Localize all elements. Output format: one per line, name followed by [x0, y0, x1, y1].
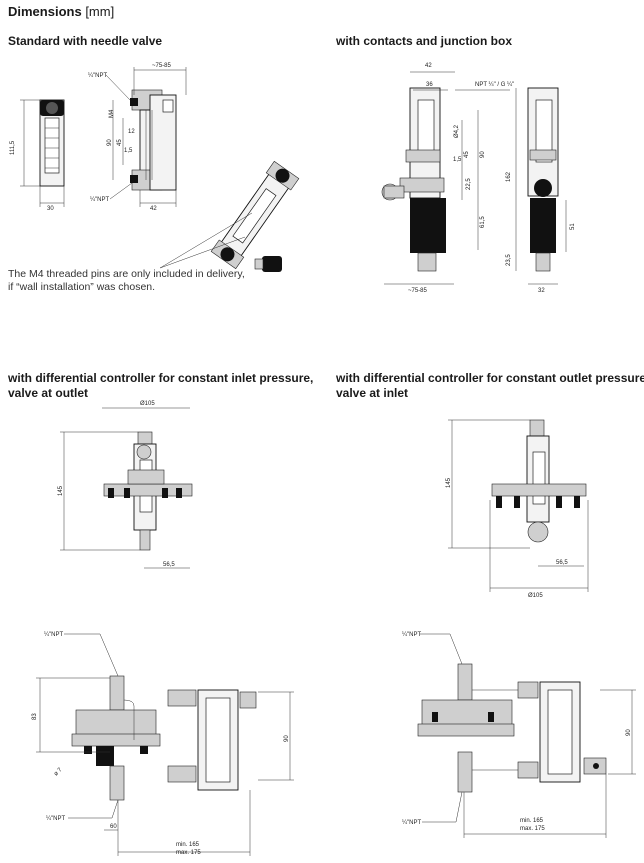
dim-145-left: 145: [58, 485, 64, 496]
note-line-1: The M4 threaded pins are only included i…: [8, 268, 245, 280]
dim-90-diff-inlet: 90: [284, 735, 290, 742]
dim-45-side: 45: [117, 139, 123, 146]
dim-23-5: 23,5: [506, 254, 512, 266]
npt-label-bottom: ¼"NPT: [90, 197, 109, 203]
dim-83: 83: [32, 713, 38, 720]
dim-30: 30: [47, 206, 54, 212]
dim-105-bottom: Ø105: [528, 593, 543, 599]
dim-162: 162: [506, 171, 512, 182]
note-line-2: if “wall installation” was chosen.: [8, 281, 156, 293]
needle-valve-front-view: [39, 99, 65, 187]
section-title-diff-outlet-2: valve at inlet: [336, 386, 409, 400]
dim-75-85-box: ~75-85: [408, 288, 428, 294]
min-165-left: min. 165: [176, 842, 200, 848]
dim-90-diff-outlet: 90: [626, 729, 632, 736]
min-165-right: min. 165: [520, 818, 544, 824]
section-title-contacts-box: with contacts and junction box: [336, 34, 513, 48]
dim-51: 51: [570, 223, 576, 230]
section-title-diff-outlet-1: with differential controller for constan…: [336, 371, 644, 385]
dim-105-top: Ø105: [140, 401, 155, 407]
dim-42-top: 42: [425, 63, 432, 69]
diff-outlet-side-view: [417, 663, 607, 793]
npt-label-diff-inlet-top: ¼"NPT: [44, 632, 63, 638]
dim-61-5: 61,5: [480, 216, 486, 228]
page-title-bold: Dimensions: [8, 4, 82, 19]
page-title-unit: [mm]: [85, 4, 115, 19]
npt-g-label: NPT ¼" / G ¼": [475, 82, 514, 88]
dim-75-85: ~75-85: [152, 63, 172, 69]
needle-valve-isometric-view: [210, 160, 300, 270]
npt-label-top: ¼"NPT: [88, 73, 107, 79]
npt-label-diff-outlet-bottom: ¼"NPT: [402, 820, 421, 826]
dim-111-5: 111,5: [10, 140, 16, 155]
dim-22-5: 22,5: [466, 178, 472, 190]
diff-outlet-front-view: [491, 419, 587, 543]
dim-42-side: 42: [150, 206, 157, 212]
contacts-box-side-view: [527, 87, 559, 272]
dim-36: 36: [426, 82, 433, 88]
needle-valve-side-view: [130, 89, 177, 191]
dim-90-side: 90: [107, 139, 113, 146]
dim-7: ø 7: [53, 767, 64, 778]
dim-45-box: 45: [464, 151, 470, 158]
dim-4-2: Ø4,2: [454, 124, 460, 138]
needle-valve-knob: [254, 256, 282, 272]
contacts-box-front-view: [381, 87, 446, 272]
dim-m4: M4: [109, 109, 115, 118]
dim-60: 60: [110, 824, 117, 830]
dim-12: 12: [128, 129, 135, 135]
npt-label-diff-inlet-bottom: ¼"NPT: [46, 816, 65, 822]
section-title-needle-valve: Standard with needle valve: [8, 34, 163, 48]
dim-1-5: 1,5: [124, 148, 133, 154]
diff-inlet-side-view: [71, 675, 257, 801]
max-175-left: max. 175: [176, 850, 201, 856]
dim-56-5-right: 56,5: [556, 560, 568, 566]
diff-inlet-front-view: [103, 431, 193, 551]
npt-label-diff-outlet-top: ¼"NPT: [402, 632, 421, 638]
dim-90-box: 90: [480, 151, 486, 158]
m4-pins-note: The M4 threaded pins are only included i…: [8, 268, 258, 294]
section-title-diff-inlet-1: with differential controller for constan…: [8, 371, 314, 385]
page-title: Dimensions [mm]: [8, 4, 114, 19]
dim-1-5-box: 1,5: [453, 157, 462, 163]
max-175-right: max. 175: [520, 826, 545, 832]
dim-145-right: 145: [446, 477, 452, 488]
section-title-diff-inlet-2: valve at outlet: [8, 386, 89, 400]
dim-32: 32: [538, 288, 545, 294]
dim-56-5-left: 56,5: [163, 562, 175, 568]
